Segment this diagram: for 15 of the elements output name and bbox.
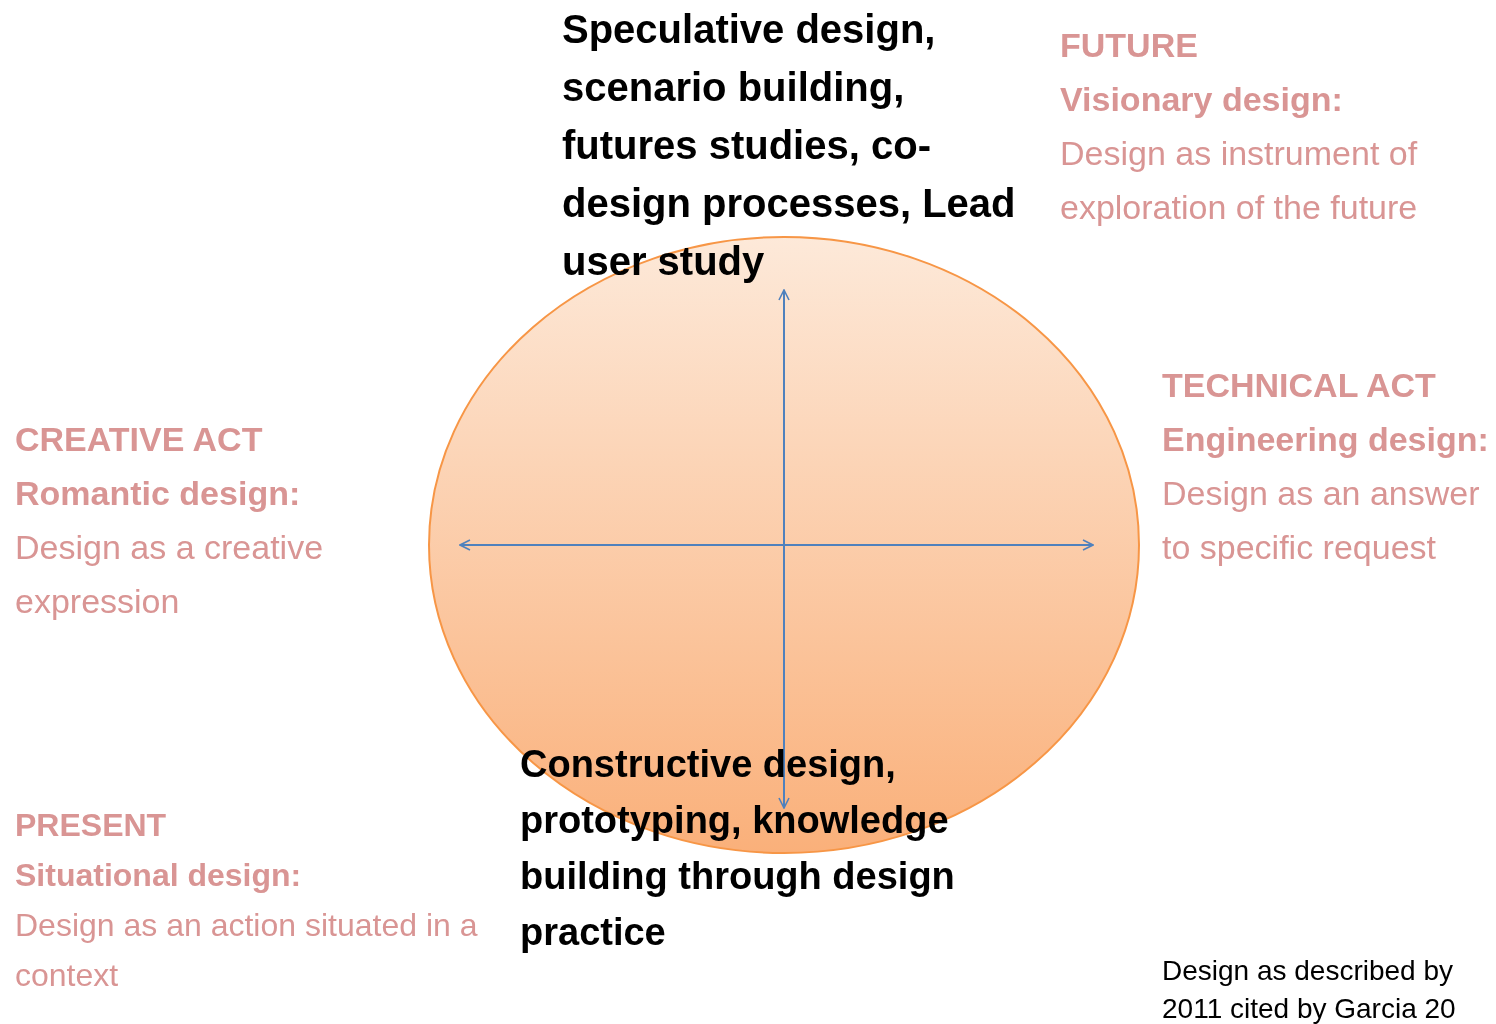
description-text: Design as an action situated in a context (15, 906, 479, 995)
quadrant-heading: CREATIVE ACT (15, 419, 263, 460)
method-list: Speculative design, scenario building, futures studies, co-design processes, Lead user study (562, 0, 1042, 290)
quadrant-heading: FUTURE (1060, 25, 1198, 66)
description-text: Design as a creative expression (15, 527, 325, 622)
quadrant-heading: Visionary design: (1060, 79, 1343, 120)
description-text: 2011 cited by Garcia 20 (1162, 992, 1456, 1024)
quadrant-heading: Romantic design: (15, 473, 301, 514)
description-text: Design as described by (1162, 954, 1454, 988)
quadrant-heading: Situational design: (15, 856, 302, 895)
description-text: Design as an answer to specific request (1162, 473, 1481, 568)
quadrant-heading: TECHNICAL ACT (1162, 365, 1436, 406)
quadrant-heading: PRESENT (15, 806, 167, 845)
quadrant-heading: Engineering design: (1162, 419, 1489, 460)
description-text: Design as instrument of exploration of the future (1060, 133, 1419, 228)
